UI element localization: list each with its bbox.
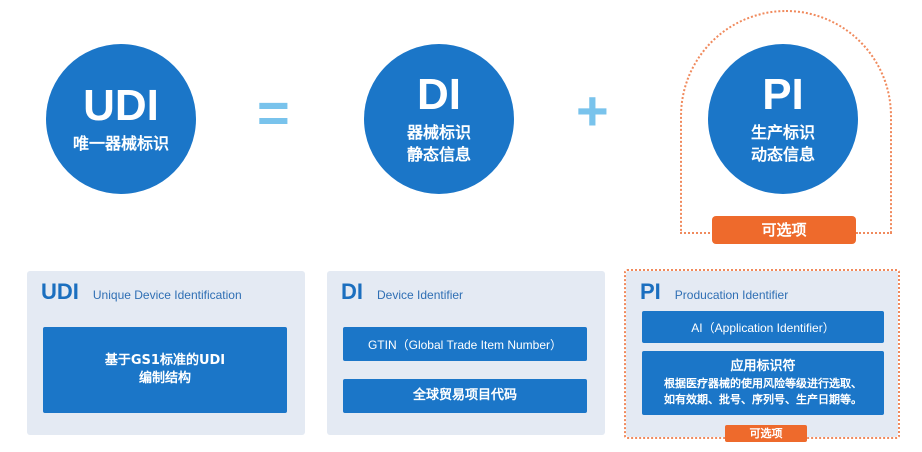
pi-outline-left-side	[680, 232, 714, 234]
pi-panel-optional-outline	[624, 269, 900, 439]
udi-panel: UDI Unique Device Identification 基于GS1标准…	[27, 271, 305, 435]
pi-circle-line1: 生产标识	[750, 123, 815, 142]
di-circle-title: DI	[417, 70, 461, 119]
pi-panel-abbr: PI	[640, 279, 661, 304]
di-panel: DI Device Identifier GTIN（Global Trade I…	[327, 271, 605, 435]
udi-structure-box: 基于GS1标准的UDI 编制结构	[43, 327, 287, 413]
global-trade-code-text: 全球贸易项目代码	[412, 388, 517, 403]
udi-panel-fullname: Unique Device Identification	[92, 288, 242, 302]
udi-panel-title: UDI Unique Device Identification	[41, 279, 242, 305]
equals-sign: =	[257, 81, 290, 144]
pi-panel-title: PI Producation Identifier	[640, 279, 788, 305]
udi-box-line1: 基于GS1标准的UDI	[104, 353, 226, 368]
ai-box: AI（Application Identifier）	[642, 311, 884, 343]
pi-panel-fullname: Producation Identifier	[674, 288, 789, 302]
pi-optional-outline	[680, 10, 892, 234]
udi-circle-title: UDI	[83, 81, 159, 130]
plus-sign: +	[576, 79, 609, 142]
pi-panel: PI Producation Identifier AI（Application…	[626, 271, 898, 437]
di-panel-fullname: Device Identifier	[377, 288, 464, 302]
global-trade-code-box: 全球贸易项目代码	[343, 379, 587, 413]
di-panel-abbr: DI	[341, 279, 363, 304]
gtin-text: GTIN（Global Trade Item Number）	[367, 337, 563, 352]
di-panel-title: DI Device Identifier	[341, 279, 463, 305]
di-circle-line2: 静态信息	[406, 145, 471, 164]
optional-badge-top: 可选项	[712, 216, 856, 244]
ai-text: AI（Application Identifier）	[691, 320, 835, 335]
di-circle-line1: 器械标识	[406, 123, 471, 142]
gtin-box: GTIN（Global Trade Item Number）	[343, 327, 587, 361]
udi-circle-subtitle: 唯一器械标识	[72, 134, 169, 153]
udi-box-line2: 编制结构	[138, 371, 191, 386]
application-identifier-title: 应用标识符	[730, 359, 796, 374]
optional-badge-bottom: 可选项	[725, 425, 807, 442]
application-identifier-line1: 根据医疗器械的使用风险等级进行选取、	[664, 377, 862, 390]
pi-circle-line2: 动态信息	[750, 145, 815, 164]
pi-circle-title: PI	[762, 70, 804, 119]
di-circle: DI 器械标识 静态信息	[364, 44, 514, 194]
application-identifier-line2: 如有效期、批号、序列号、生产日期等。	[664, 393, 862, 406]
pi-circle: PI 生产标识 动态信息	[708, 44, 858, 194]
udi-panel-abbr: UDI	[41, 279, 79, 304]
application-identifier-box: 应用标识符 根据医疗器械的使用风险等级进行选取、 如有效期、批号、序列号、生产日…	[642, 351, 884, 415]
pi-outline-right-side	[856, 232, 892, 234]
udi-circle: UDI 唯一器械标识	[46, 44, 196, 194]
